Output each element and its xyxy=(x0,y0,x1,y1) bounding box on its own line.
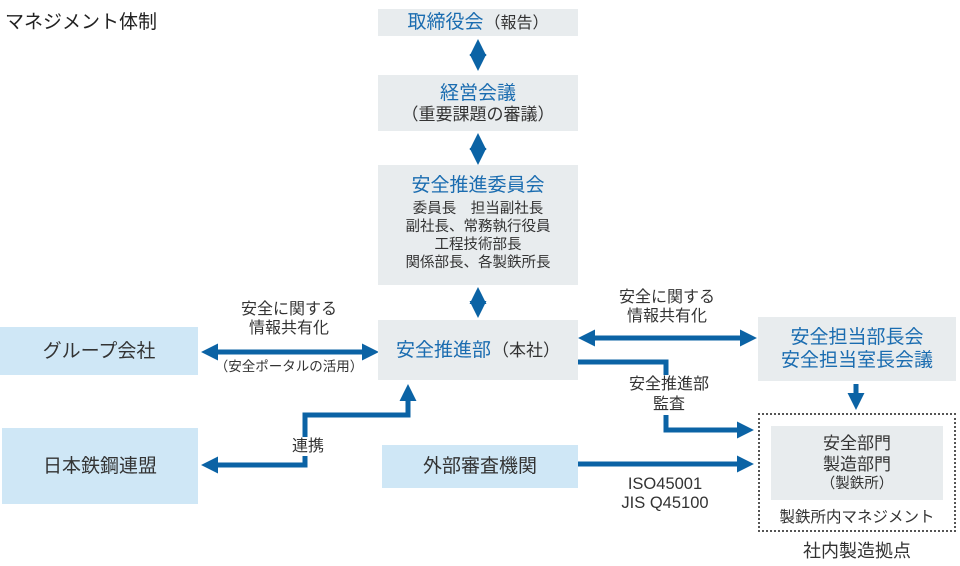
plant-departments-box: 安全部門 製造部門 （製鉄所） xyxy=(771,426,943,500)
council-line1: 安全担当部長会 xyxy=(790,327,924,348)
plant-line1: 安全部門 xyxy=(823,434,891,453)
iso-line: ISO45001 xyxy=(627,475,703,493)
committee-member-line: 関係部長、各製鉄所長 xyxy=(405,255,551,271)
management-meeting-note: （重要課題の審議） xyxy=(401,104,555,124)
group-companies-title: グループ会社 xyxy=(42,340,156,362)
iso-standards-label: ISO45001 JIS Q45100 xyxy=(595,475,735,512)
board-title: 取締役会 xyxy=(407,12,484,33)
plant-line2: 製造部門 xyxy=(823,455,891,474)
plant-management-dotted-box: 安全部門 製造部門 （製鉄所） 製鉄所内マネジメント xyxy=(758,413,956,532)
right-share-label: 安全に関する 情報共有化 xyxy=(618,289,715,325)
committee-member-line: 副社長、常務執行役員 xyxy=(405,219,551,235)
external-auditor-title: 外部審査機関 xyxy=(422,456,537,477)
audit-label: 安全推進部 監査 xyxy=(614,375,724,415)
committee-member-line: 委員長 担当副社長 xyxy=(412,201,544,217)
page-title: マネジメント体制 xyxy=(5,12,158,33)
plant-caption: 社内製造拠点 xyxy=(803,541,911,561)
plant-footer-label: 製鉄所内マネジメント xyxy=(779,509,935,526)
external-audit-org-box: 外部審査機関 xyxy=(382,445,578,488)
safety-dept-title: 安全推進部 xyxy=(395,339,491,361)
board-note: （報告） xyxy=(484,15,549,32)
renkei-label: 連携 xyxy=(278,437,338,456)
steel-federation-title: 日本鉄鋼連盟 xyxy=(42,455,157,477)
safety-committee-members: 委員長 担当副社長 副社長、常務執行役員 工程技術部長 関係部長、各製鉄所長 xyxy=(406,200,551,272)
left-share-note-label: （安全ポータルの活用） xyxy=(214,359,364,374)
group-companies-box: グループ会社 xyxy=(0,327,198,375)
plant-line3: （製鉄所） xyxy=(820,476,894,492)
management-meeting-box: 経営会議 （重要課題の審議） xyxy=(378,75,578,131)
committee-member-line: 工程技術部長 xyxy=(434,237,522,253)
left-share-label: 安全に関する 情報共有化 xyxy=(240,301,337,337)
safety-dept-note: （本社） xyxy=(492,340,560,360)
safety-managers-council-box: 安全担当部長会 安全担当室長会議 xyxy=(758,317,956,381)
arrow-renkei-elbow xyxy=(201,384,417,474)
japan-steel-federation-box: 日本鉄鋼連盟 xyxy=(2,428,198,504)
board-of-directors-box: 取締役会 （報告） xyxy=(378,9,578,36)
jis-line: JIS Q45100 xyxy=(621,493,709,512)
safety-committee-title: 安全推進委員会 xyxy=(411,175,545,196)
safety-promotion-dept-box: 安全推進部 （本社） xyxy=(378,320,578,380)
safety-committee-box: 安全推進委員会 委員長 担当副社長 副社長、常務執行役員 工程技術部長 関係部長… xyxy=(378,165,578,285)
management-meeting-title: 経営会議 xyxy=(439,82,516,104)
council-line2: 安全担当室長会議 xyxy=(780,350,933,371)
